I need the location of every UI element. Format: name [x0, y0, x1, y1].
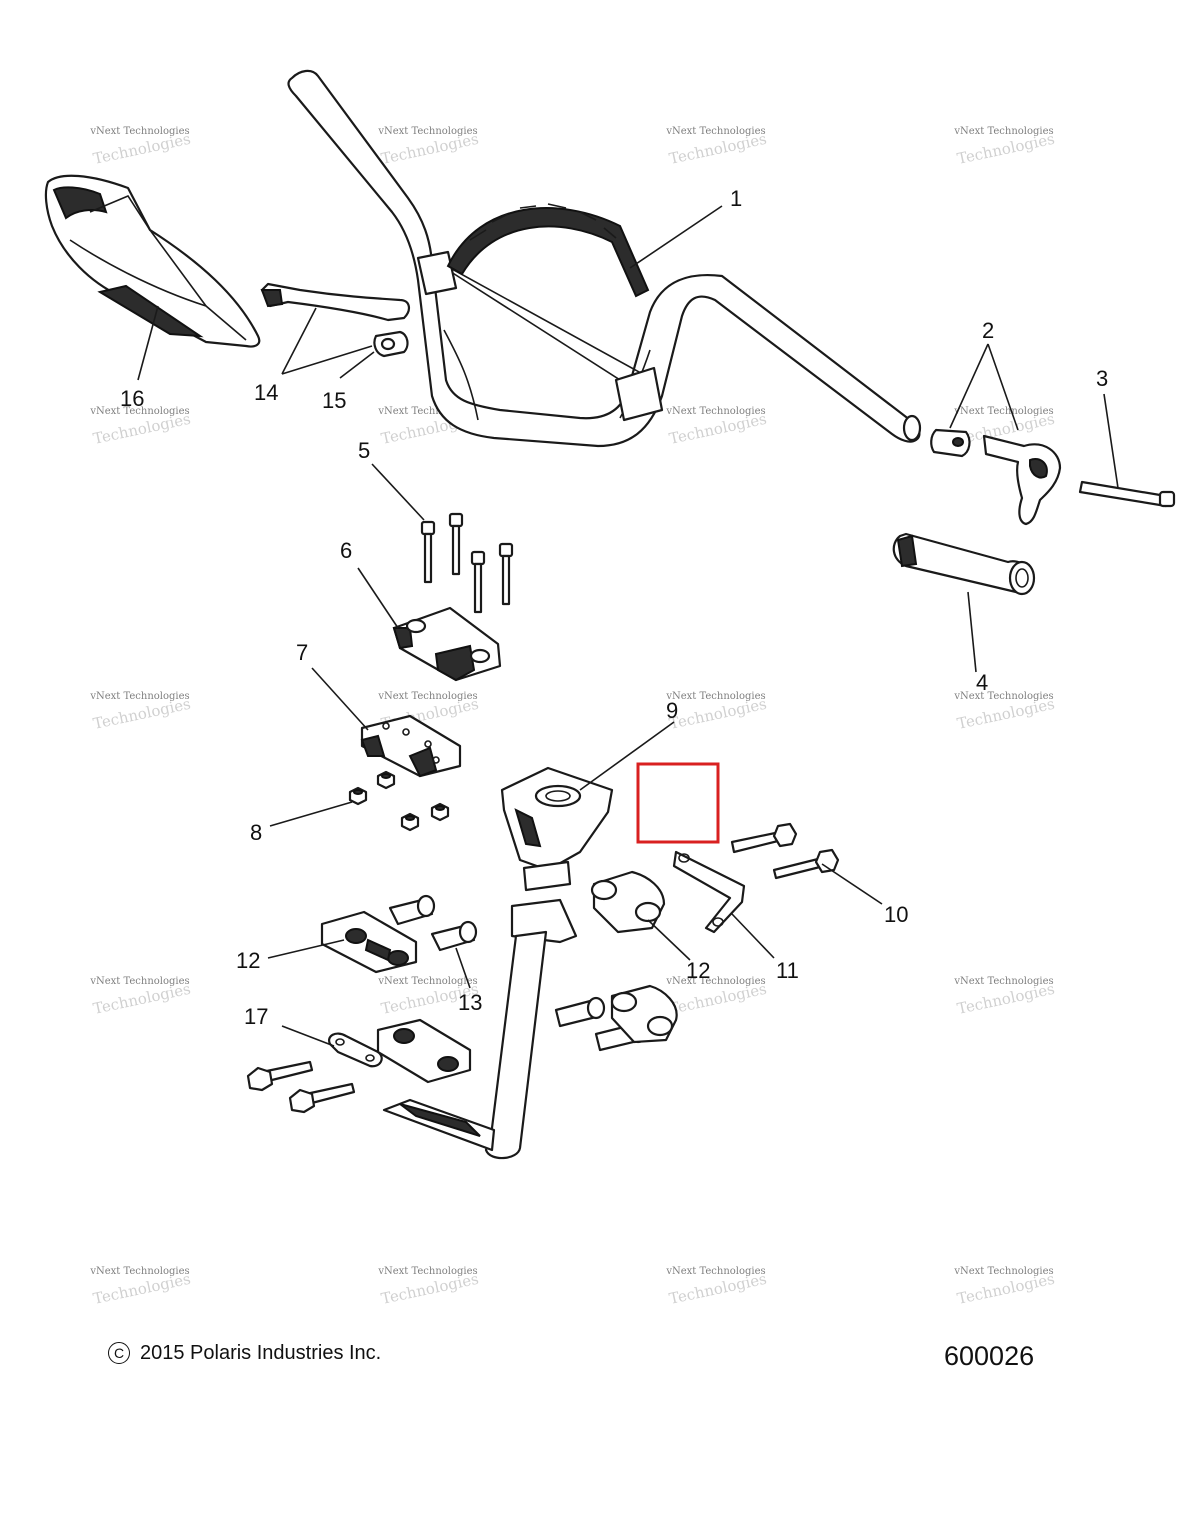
svg-text:vNext Technologies: vNext Technologies	[89, 976, 189, 987]
svg-text:vNext Technologies: vNext Technologies	[665, 691, 765, 702]
plate-part-17	[246, 1018, 472, 1114]
handguard-bracket-part	[260, 282, 410, 358]
callout-16: 16	[120, 386, 144, 411]
spacers-part-13	[388, 894, 478, 952]
svg-text:vNext Technologies: vNext Technologies	[953, 126, 1053, 137]
callout-labels: 1 2 3 4 5 6 7 8 9 10 11 12 12 13 14 15 1…	[120, 186, 1108, 1029]
svg-text:vNext Technologies: vNext Technologies	[377, 1266, 477, 1277]
callout-15: 15	[322, 388, 346, 413]
drawing-number: 600026	[944, 1341, 1035, 1371]
handlebar-part	[287, 69, 922, 448]
grip-part	[892, 532, 1036, 596]
callout-6: 6	[340, 538, 352, 563]
upper-clamp-part	[392, 606, 502, 682]
callout-10: 10	[884, 902, 908, 927]
copyright-text: 2015 Polaris Industries Inc.	[140, 1342, 382, 1364]
callout-12b: 12	[236, 948, 260, 973]
svg-text:vNext Technologies: vNext Technologies	[89, 406, 189, 417]
lower-right-clamp	[554, 984, 678, 1052]
svg-text:vNext Technologies: vNext Technologies	[953, 976, 1053, 987]
callout-9: 9	[666, 698, 678, 723]
svg-text:vNext Technologies: vNext Technologies	[89, 691, 189, 702]
svg-text:vNext Technologies: vNext Technologies	[665, 976, 765, 987]
lower-clamp-part	[360, 714, 462, 778]
svg-text:vNext Technologies: vNext Technologies	[953, 406, 1053, 417]
svg-text:vNext Technologies: vNext Technologies	[665, 406, 765, 417]
callout-17: 17	[244, 1004, 268, 1029]
callout-8: 8	[250, 820, 262, 845]
svg-text:vNext Technologies: vNext Technologies	[377, 976, 477, 987]
bracket-part-11	[672, 850, 746, 934]
leader-lines	[137, 205, 1119, 1047]
callout-11: 11	[776, 958, 799, 983]
callout-13: 13	[458, 990, 482, 1015]
hand-guard-part	[44, 174, 261, 348]
svg-text:vNext Technologies: vNext Technologies	[953, 1266, 1053, 1277]
svg-text:vNext Technologies: vNext Technologies	[665, 1266, 765, 1277]
svg-text:vNext Technologies: vNext Technologies	[953, 691, 1053, 702]
callout-2: 2	[982, 318, 994, 343]
bolts-part-10	[730, 822, 840, 880]
svg-text:vNext Technologies: vNext Technologies	[377, 691, 477, 702]
nuts-part-8	[348, 770, 450, 832]
callout-7: 7	[296, 640, 308, 665]
callout-5: 5	[358, 438, 370, 463]
highlight-box	[636, 762, 720, 844]
throttle-assembly-part	[930, 428, 1176, 526]
callout-14: 14	[254, 380, 278, 405]
callout-12a: 12	[686, 958, 710, 983]
callout-3: 3	[1096, 366, 1108, 391]
bolts-part-5	[420, 512, 514, 614]
svg-text:vNext Technologies: vNext Technologies	[665, 126, 765, 137]
clamp-part-12-left	[320, 910, 418, 974]
copyright-notice: C 2015 Polaris Industries Inc.	[108, 1342, 381, 1365]
callout-1: 1	[730, 186, 742, 211]
callout-4: 4	[976, 670, 988, 695]
svg-text:vNext Technologies: vNext Technologies	[377, 126, 477, 137]
steering-post-part	[382, 766, 614, 1160]
svg-text:vNext Technologies: vNext Technologies	[377, 406, 477, 417]
copyright-icon: C	[108, 1342, 130, 1364]
svg-text:vNext Technologies: vNext Technologies	[89, 126, 189, 137]
clamp-part-12-right	[590, 870, 666, 934]
svg-text:vNext Technologies: vNext Technologies	[89, 1266, 189, 1277]
